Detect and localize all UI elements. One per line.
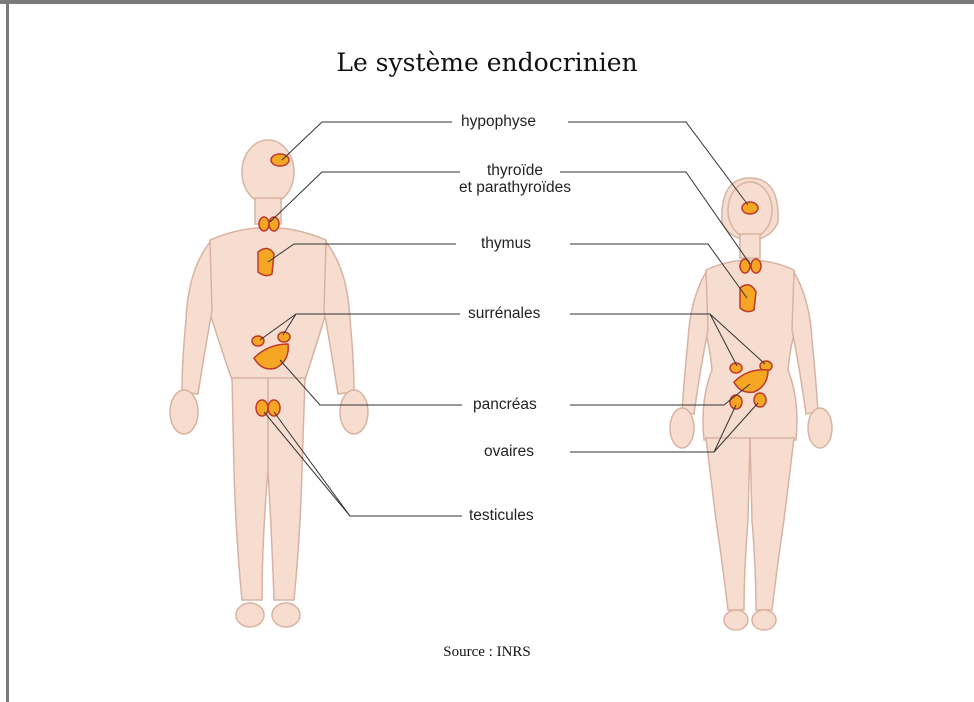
male-right-arm: [324, 242, 354, 394]
female-left-foot: [724, 610, 748, 630]
male-testicle-left: [256, 400, 268, 416]
female-right-leg: [750, 438, 794, 610]
female-figure: [670, 178, 832, 630]
female-left-hand: [670, 408, 694, 448]
male-thyroid-right: [269, 217, 279, 231]
male-right-foot: [272, 603, 300, 627]
leader-hypophyse-male: [282, 122, 452, 160]
male-figure: [170, 140, 368, 627]
label-hypophyse: hypophyse: [461, 113, 536, 130]
female-right-hand: [808, 408, 832, 448]
female-ovary-left: [730, 395, 742, 409]
label-thyroide-line1: thyroïde: [430, 162, 600, 179]
male-thymus-gland: [258, 248, 274, 275]
male-thyroid-left: [259, 217, 269, 231]
label-surrenales: surrénales: [468, 305, 540, 322]
label-thyroide-line2: et parathyroïdes: [430, 179, 600, 196]
female-right-arm: [792, 272, 818, 414]
female-thymus-gland: [740, 285, 756, 312]
label-ovaires: ovaires: [484, 443, 534, 460]
female-left-arm: [682, 272, 708, 414]
male-head: [242, 140, 294, 204]
female-thyroid-right: [751, 259, 761, 273]
label-thymus: thymus: [481, 235, 531, 252]
label-pancreas: pancréas: [473, 396, 537, 413]
female-hypophyse-gland: [742, 202, 758, 214]
female-right-foot: [752, 610, 776, 630]
male-adrenal-left: [252, 336, 264, 346]
male-left-arm: [182, 242, 212, 394]
male-testicle-right: [268, 400, 280, 416]
male-right-hand: [340, 390, 368, 434]
male-left-hand: [170, 390, 198, 434]
source-caption: Source : INRS: [0, 644, 974, 661]
female-left-leg: [706, 438, 750, 610]
male-left-foot: [236, 603, 264, 627]
label-thyroide: thyroïde et parathyroïdes: [430, 162, 600, 196]
label-testicules: testicules: [469, 507, 534, 524]
